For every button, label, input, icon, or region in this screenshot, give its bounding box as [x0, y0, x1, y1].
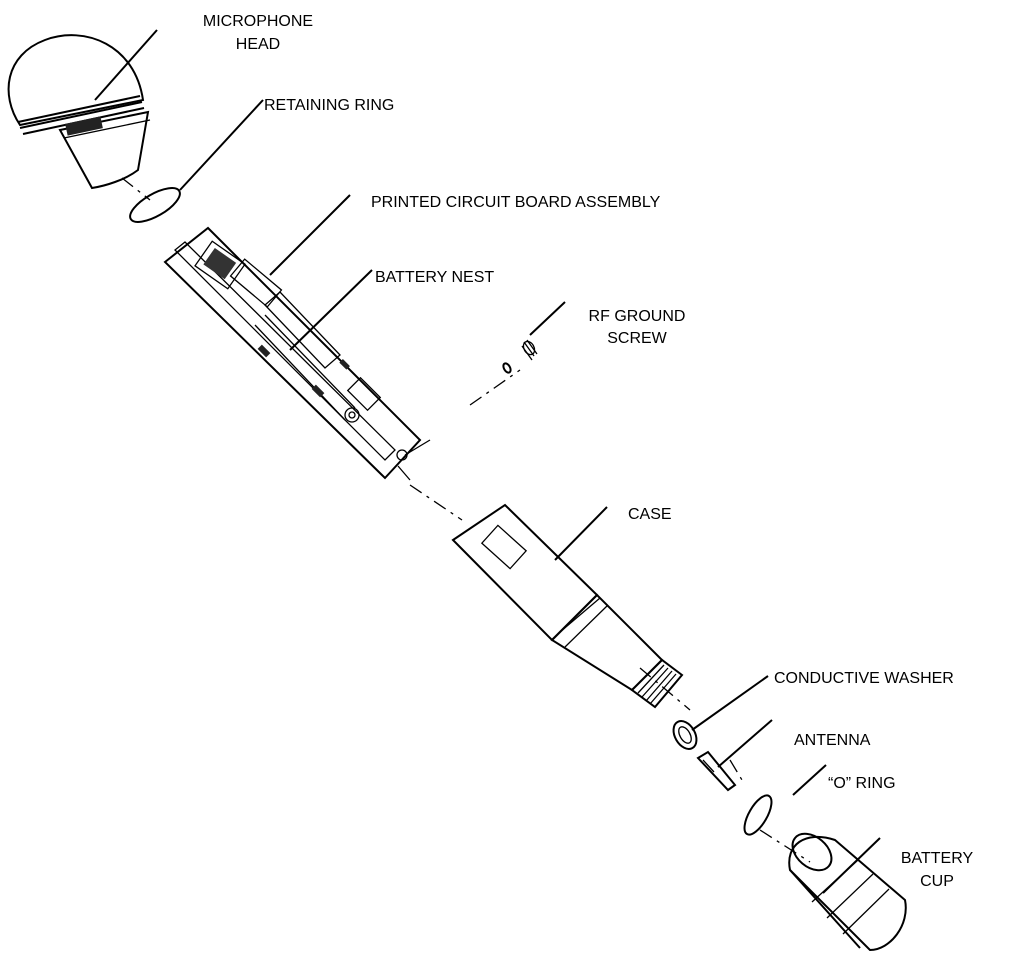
leader-battery-cup [822, 837, 881, 894]
label-microphone-head-line2: HEAD [236, 36, 280, 53]
leader-lines [94, 29, 881, 894]
label-microphone-head-line1: MICROPHONE [203, 13, 313, 30]
label-conductive-washer: CONDUCTIVE WASHER [774, 670, 954, 687]
case-part [451, 503, 684, 709]
battery-cup-part [788, 832, 907, 952]
label-battery-cup-line1: BATTERY [901, 850, 974, 867]
label-battery-cup-line2: CUP [920, 873, 954, 890]
antenna-part [696, 750, 737, 792]
retaining-ring-part [129, 187, 181, 223]
label-case: CASE [628, 506, 672, 523]
microphone-head-part [7, 34, 151, 190]
leader-retaining-ring [179, 99, 264, 191]
leader-rf-ground-screw [529, 301, 566, 336]
label-antenna: ANTENNA [794, 732, 871, 749]
o-ring-part [743, 794, 773, 836]
labels: MICROPHONE HEAD RETAINING RING PRINTED C… [203, 13, 974, 890]
label-pcb-assembly: PRINTED CIRCUIT BOARD ASSEMBLY [371, 194, 661, 211]
label-o-ring: “O” RING [828, 775, 896, 792]
leader-pcb-assembly [269, 194, 351, 276]
leader-case [554, 506, 608, 561]
rf-ground-screw-part [502, 339, 538, 374]
label-retaining-ring: RETAINING RING [264, 97, 394, 114]
leader-microphone-head [94, 29, 158, 101]
label-battery-nest: BATTERY NEST [375, 269, 494, 286]
leader-battery-nest [289, 269, 373, 351]
leader-antenna [717, 719, 773, 768]
leader-o-ring [792, 764, 827, 796]
label-rf-ground-screw-line2: SCREW [607, 330, 667, 347]
label-rf-ground-screw-line1: RF GROUND [589, 308, 686, 325]
battery-nest-part [264, 291, 341, 369]
conductive-washer-part [672, 720, 698, 750]
leader-conductive-washer [691, 675, 769, 731]
pcb-assembly-part [163, 226, 431, 481]
